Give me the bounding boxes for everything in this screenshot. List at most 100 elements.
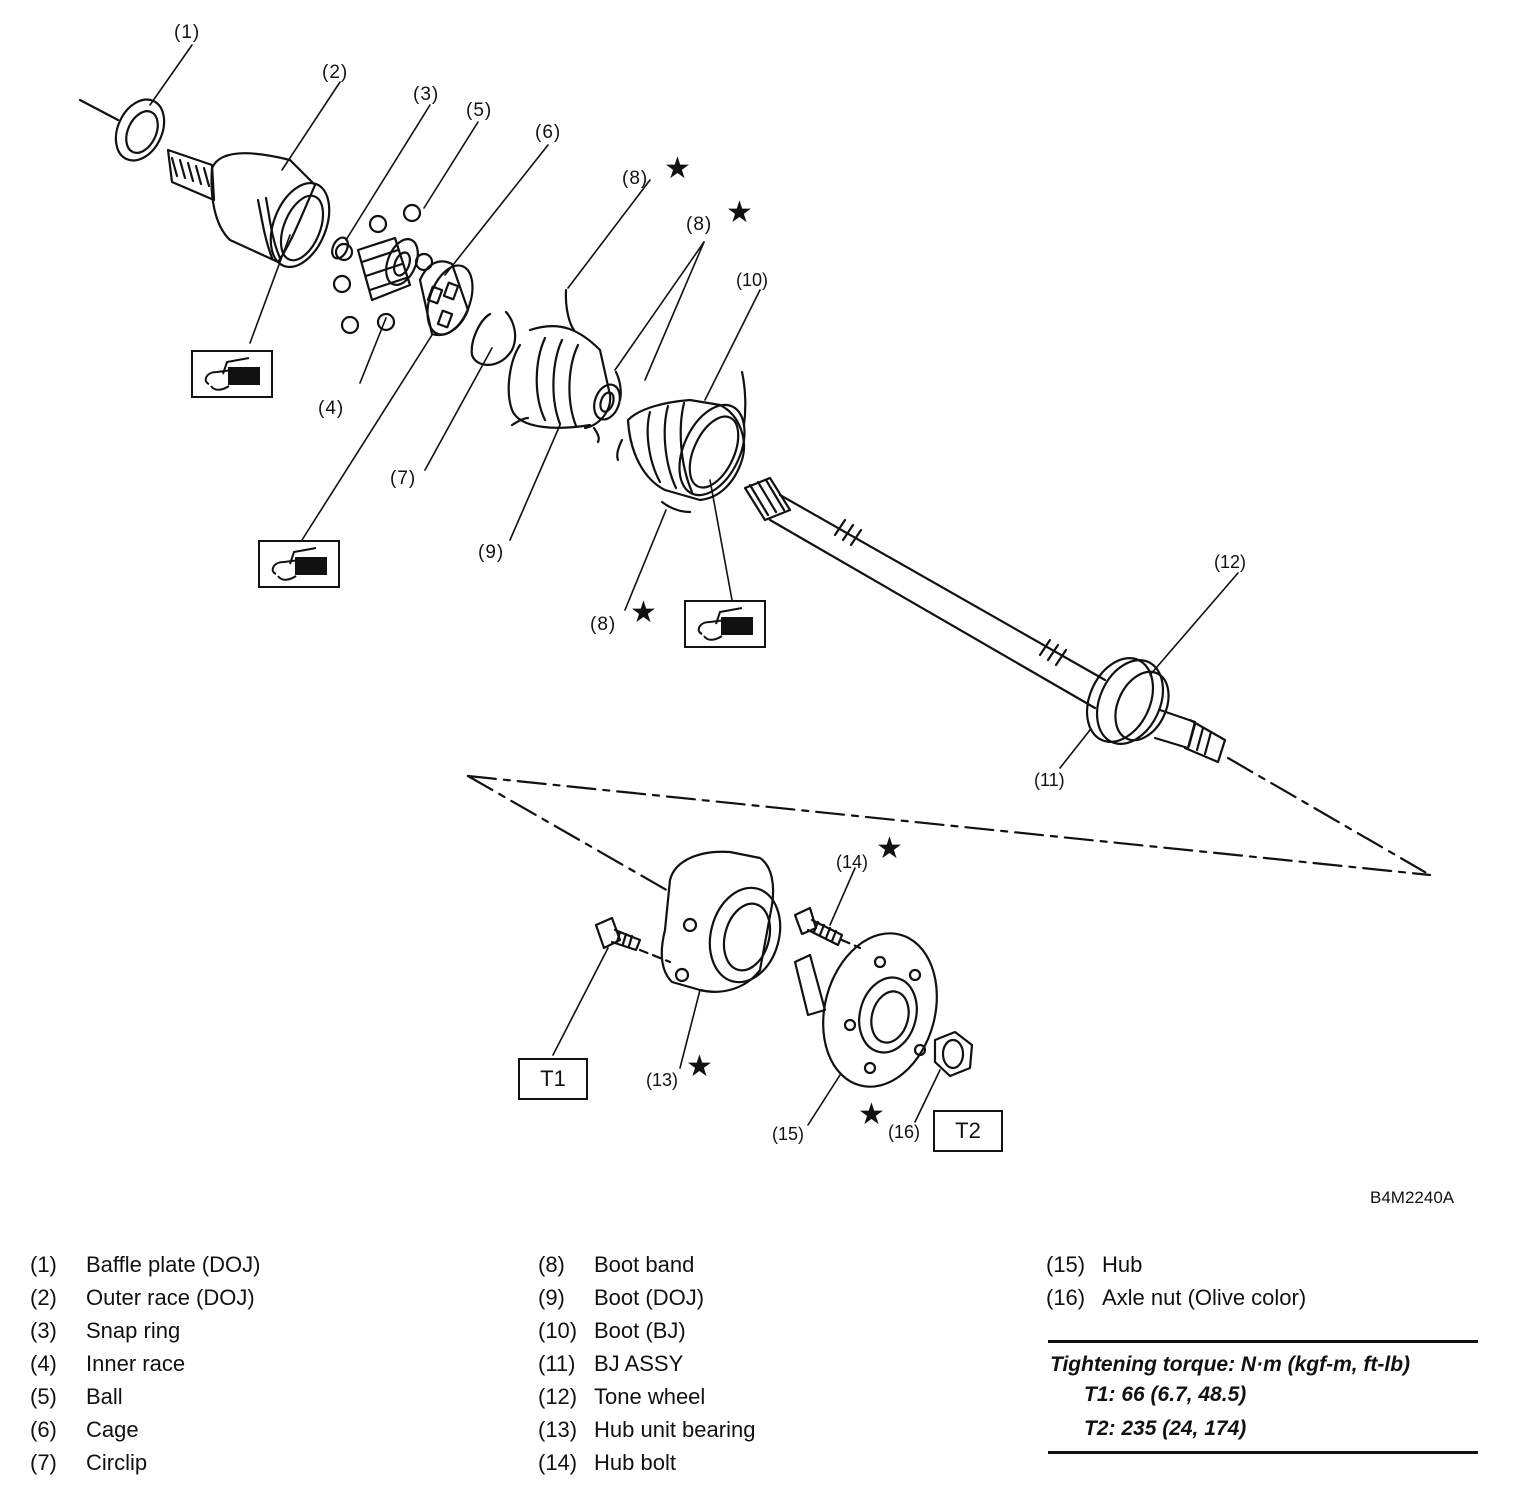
hub-bearing-bolt: [594, 916, 672, 964]
torque-box-t1: T1: [518, 1058, 588, 1100]
legend-number: (9): [538, 1284, 565, 1310]
torque-title: Tightening torque: N·m (kgf-m, ft-lb): [1050, 1353, 1411, 1376]
inner-race: [356, 236, 419, 302]
legend-number: (16): [1046, 1284, 1086, 1310]
star-icon: ★: [664, 151, 691, 186]
torque-spec: Tightening torque: N·m (kgf-m, ft-lb) T1…: [1048, 1340, 1478, 1454]
grease-icon: [697, 607, 753, 641]
star-icon: ★: [630, 595, 657, 630]
callout-8-top: (8): [622, 168, 649, 189]
leader-lines: [149, 44, 1239, 1126]
torque-top-rule: [1048, 1340, 1478, 1343]
legend-item: (16) Axle nut (Olive color): [1046, 1281, 1306, 1314]
legend-item: (8) Boot band: [538, 1248, 755, 1281]
legend-item: (6) Cage: [30, 1413, 260, 1446]
legend-number: (5): [30, 1383, 57, 1409]
callout-16: (16): [888, 1122, 921, 1142]
legend-item: (13) Hub unit bearing: [538, 1413, 755, 1446]
torque-t2: T2: 235 (24, 174): [1084, 1417, 1247, 1440]
torque-t1: T1: 66 (6.7, 48.5): [1084, 1383, 1247, 1406]
boot-bj: [616, 370, 747, 514]
grease-symbol: [258, 540, 340, 588]
legend-part-name: Boot (DOJ): [594, 1284, 705, 1310]
grease-icon: [204, 357, 260, 391]
baffle-plate: [114, 98, 166, 162]
legend-number: (13): [538, 1416, 578, 1442]
callout-3: (3): [413, 84, 440, 105]
legend-column-2: (8)Boot band(9)Boot (DOJ)(10)Boot (BJ)(1…: [538, 1248, 755, 1479]
legend-number: (8): [538, 1251, 565, 1277]
callout-8-middle: (8): [686, 214, 713, 235]
callout-5: (5): [466, 100, 493, 121]
legend-part-name: Outer race (DOJ): [86, 1284, 255, 1310]
legend-part-name: Baffle plate (DOJ): [86, 1251, 261, 1277]
legend-item: (2) Outer race (DOJ): [30, 1281, 260, 1314]
figure-code: B4M2240A: [1370, 1188, 1455, 1207]
grease-symbol: [684, 600, 766, 648]
circlip: [470, 310, 517, 366]
legend-part-name: Ball: [86, 1383, 123, 1409]
cage: [418, 260, 474, 337]
legend-column-1: (1) Baffle plate (DOJ) (2) Outer race (DOJ)…: [30, 1248, 260, 1479]
star-icon: ★: [726, 195, 753, 230]
callout-12: (12): [1214, 552, 1247, 572]
legend-number: (2): [30, 1284, 57, 1310]
balls: [332, 203, 434, 335]
legend-number: (3): [30, 1317, 57, 1343]
legend-part-name: Hub unit bearing: [594, 1416, 756, 1442]
legend-column-3: (15) Hub (16) Axle nut (Olive color): [1046, 1248, 1306, 1314]
callout-2: (2): [322, 62, 349, 83]
callout-4: (4): [318, 398, 345, 419]
legend-item: (12)Tone wheel: [538, 1380, 755, 1413]
legend-part-name: Hub: [1102, 1251, 1143, 1277]
torque-box-t2: T2: [933, 1110, 1003, 1152]
callout-11: (11): [1034, 770, 1065, 790]
legend-part-name: Hub bolt: [594, 1449, 676, 1475]
axis-line-right: [1226, 756, 1432, 877]
legend-part-name: Boot (BJ): [594, 1317, 686, 1343]
legend-part-name: Cage: [86, 1416, 139, 1442]
grease-icon: [271, 547, 327, 581]
star-icon: ★: [876, 831, 903, 866]
outer-race: [166, 148, 331, 269]
legend-item: (4)Inner race: [30, 1347, 260, 1380]
hub-unit-bearing: [660, 850, 782, 993]
callout-6: (6): [535, 122, 562, 143]
legend-number: (6): [30, 1416, 57, 1442]
axis-line-left: [78, 98, 120, 122]
snap-ring: [331, 236, 349, 260]
callout-13: (13): [646, 1070, 679, 1090]
callout-9: (9): [478, 542, 505, 563]
legend-part-name: BJ ASSY: [594, 1350, 684, 1376]
boot-doj: [507, 288, 622, 444]
legend-number: (11): [538, 1350, 576, 1376]
axle-nut: [933, 1030, 974, 1078]
callout-8-bottom: (8): [590, 614, 617, 635]
callout-15: (15): [772, 1124, 805, 1144]
legend-number: (10): [538, 1317, 578, 1343]
legend-number: (4): [30, 1350, 57, 1376]
legend-part-name: Boot band: [594, 1251, 695, 1277]
callout-10: (10): [736, 270, 769, 290]
axle-shaft: [743, 476, 1107, 710]
legend-number: (14): [538, 1449, 578, 1475]
star-icon: ★: [686, 1049, 713, 1084]
legend-part-name: Snap ring: [86, 1317, 181, 1343]
legend-part-name: Circlip: [86, 1449, 148, 1475]
legend-number: (1): [30, 1251, 57, 1277]
legend-item: (7)Circlip: [30, 1446, 260, 1479]
legend-item: (10) Boot (BJ): [538, 1314, 755, 1347]
bj-assy: [1085, 657, 1227, 764]
callout-14: (14): [836, 852, 869, 872]
legend-item: (5) Ball: [30, 1380, 260, 1413]
legend-number: (15): [1046, 1251, 1086, 1277]
callout-1: (1): [174, 22, 201, 43]
legend-number: (12): [538, 1383, 578, 1409]
callout-7: (7): [390, 468, 417, 489]
hub-bolt: [793, 906, 862, 950]
detail-line-lower: [466, 774, 672, 894]
legend-item: (15) Hub: [1046, 1248, 1306, 1281]
legend-item: (3) Snap ring: [30, 1314, 260, 1347]
legend-part-name: Axle nut (Olive color): [1102, 1284, 1307, 1310]
exploded-axle-diagram: [78, 44, 1432, 1126]
